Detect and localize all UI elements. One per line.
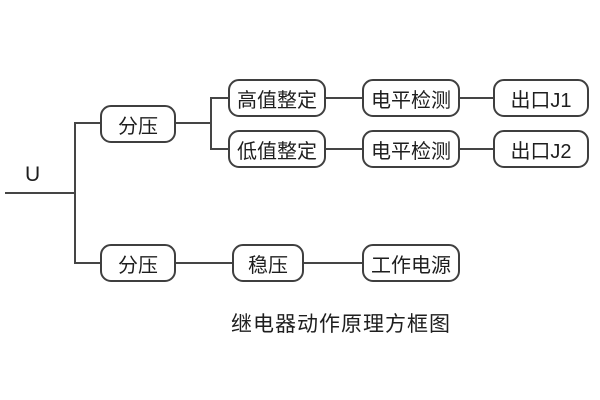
connector-detect-to-output-j1 [459,97,494,99]
connector-to-high-set [210,97,230,99]
connector-divider-top-out [176,122,212,124]
connector-divider-to-regulator [175,262,233,264]
connector-input-line [5,192,75,194]
node-level-detection-2: 电平检测 [362,130,460,168]
node-high-value-setting: 高值整定 [228,79,326,117]
node-low-value-setting: 低值整定 [228,130,326,168]
connector-regulator-to-power [303,262,363,264]
node-voltage-regulator: 稳压 [232,244,304,282]
connector-to-low-set [210,148,230,150]
node-working-power-supply: 工作电源 [362,244,460,282]
node-voltage-divider-top: 分压 [100,105,176,143]
connector-high-to-detect [325,97,363,99]
connector-top-branch [74,122,102,124]
connector-split-vertical [210,97,212,150]
node-output-j2: 出口J2 [493,130,589,168]
connector-trunk-vertical [74,123,76,264]
node-voltage-divider-bottom: 分压 [100,244,176,282]
connector-low-to-detect [325,148,363,150]
node-level-detection-1: 电平检测 [362,79,460,117]
diagram-caption: 继电器动作原理方框图 [231,313,451,336]
connector-bottom-branch [74,262,102,264]
connector-detect-to-output-j2 [459,148,494,150]
node-output-j1: 出口J1 [493,79,589,117]
input-voltage-label: U [25,163,41,186]
